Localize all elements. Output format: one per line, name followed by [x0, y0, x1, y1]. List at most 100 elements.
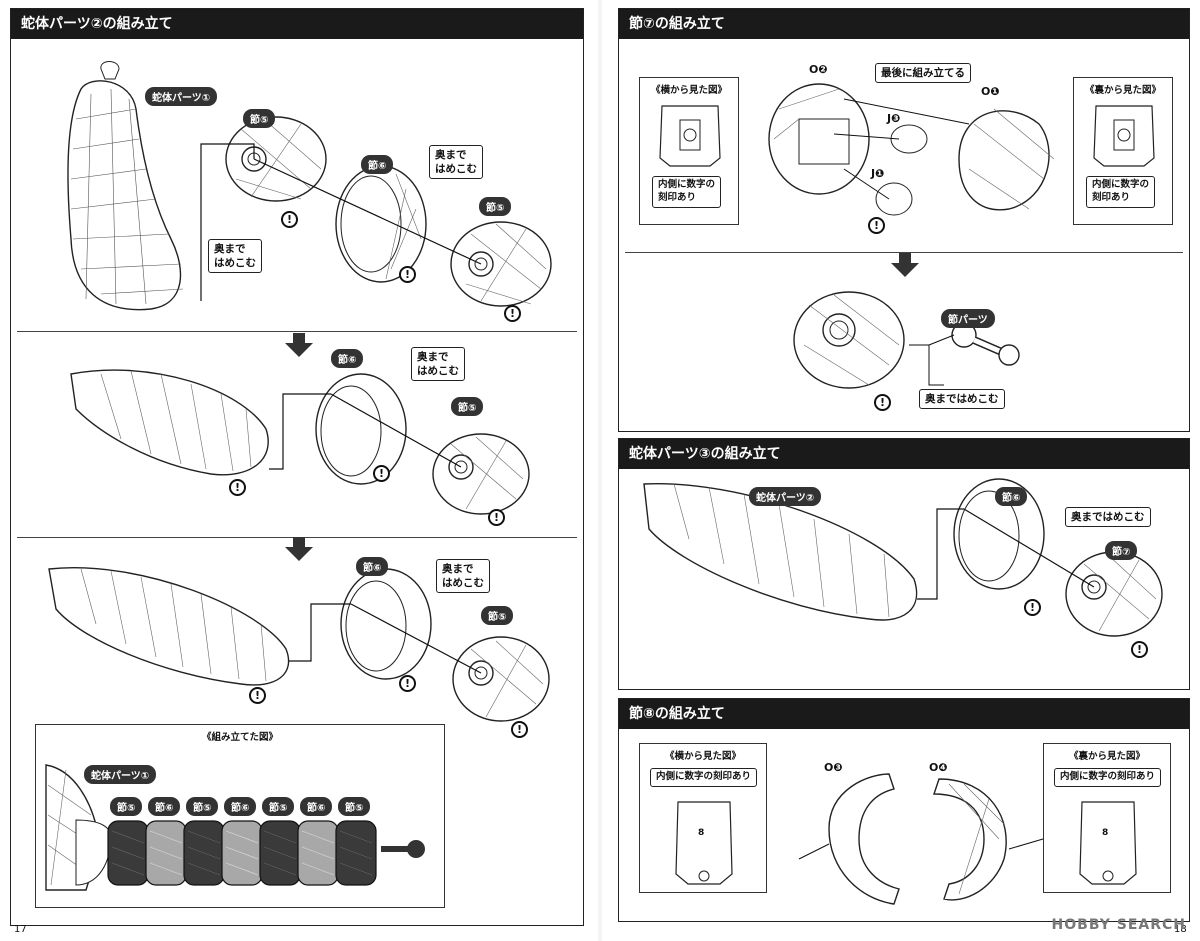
warning-icon: ! — [874, 394, 891, 411]
side-view-box: 《横から見た図》 内側に数字の 刻印あり — [639, 77, 739, 225]
engraved-number: 8 — [698, 828, 705, 838]
snake-body-3-illustration — [643, 478, 1163, 637]
scale-line — [263, 862, 297, 876]
scale-line — [301, 846, 335, 860]
tag-assembled-segment: 節⑥ — [148, 797, 181, 816]
warning-icon: ! — [1131, 641, 1148, 658]
down-arrow-icon — [285, 333, 313, 357]
callout-engraved-number: 内側に数字の 刻印あり — [652, 176, 722, 208]
tag-assembled-segment: 節⑤ — [110, 797, 143, 816]
side-view-part-drawing — [675, 801, 733, 885]
tag-assembled-segment: 節⑤ — [186, 797, 219, 816]
part-label-o1: O❶ — [981, 85, 1000, 98]
warning-icon: ! — [488, 509, 505, 526]
tag-segment-5: 節⑤ — [451, 397, 484, 416]
section-header: 蛇体パーツ③の組み立て — [619, 439, 1189, 469]
scale-line — [225, 862, 259, 876]
back-view-part-drawing — [1079, 801, 1137, 885]
callout-insert-fully: 奥まで はめこむ — [208, 239, 262, 274]
callout-insert-fully: 奥まで はめこむ — [436, 559, 490, 594]
tag-segment-5: 節⑤ — [481, 606, 514, 625]
side-view-box: 《横から見た図》 内側に数字の刻印あり 8 — [639, 743, 767, 893]
tag-segment-5: 節⑤ — [479, 197, 512, 216]
left-page: 蛇体パーツ②の組み立て 蛇体パーツ① — [0, 0, 598, 941]
section-header: 節⑦の組み立て — [619, 9, 1189, 39]
back-view-box: 《裏から見た図》 内側に数字の 刻印あり — [1073, 77, 1173, 225]
scale-line — [263, 830, 297, 844]
engraved-number: 8 — [1102, 828, 1109, 838]
part-label-j3: J❸ — [887, 112, 901, 125]
callout-insert-fully: 奥まではめこむ — [1065, 507, 1151, 528]
tag-segment-7: 節⑦ — [1105, 541, 1138, 560]
tag-assembled-segment: 節⑥ — [300, 797, 333, 816]
tag-snake-body-2: 蛇体パーツ② — [749, 487, 822, 506]
watermark: HOBBY SEARCH — [1051, 917, 1186, 933]
callout-engraved-number: 内側に数字の刻印あり — [650, 768, 758, 787]
part-label-o4: O❹ — [929, 761, 948, 774]
scale-line — [301, 830, 335, 844]
step1-illustration — [67, 61, 552, 311]
back-view-part-drawing — [1093, 105, 1155, 167]
callout-assemble-last: 最後に組み立てる — [875, 63, 971, 84]
tag-snake-body-1: 蛇体パーツ① — [84, 765, 157, 784]
scale-line — [339, 830, 373, 844]
tag-joint-part: 節パーツ — [941, 309, 995, 328]
callout-insert-fully: 奥まで はめこむ — [411, 347, 465, 382]
assembled-illustration — [45, 764, 425, 891]
scale-line — [339, 862, 373, 876]
callout-engraved-number: 内側に数字の 刻印あり — [1086, 176, 1156, 208]
segment7-with-joint-illustration — [793, 291, 1020, 389]
warning-icon: ! — [373, 465, 390, 482]
assembly-frame-segment-7: 節⑦の組み立て 《横から見た図》 内側に数字の 刻印あり 《裏から見た図》 内側… — [618, 8, 1190, 432]
warning-icon: ! — [399, 675, 416, 692]
down-arrow-icon — [891, 253, 919, 277]
page-number: 18 — [1174, 924, 1187, 935]
warning-icon: ! — [249, 687, 266, 704]
tag-assembled-segment: 節⑤ — [338, 797, 371, 816]
warning-icon: ! — [1024, 599, 1041, 616]
down-arrow-icon — [285, 537, 313, 561]
tag-assembled-segment: 節⑥ — [224, 797, 257, 816]
segment8-exploded-illustration — [798, 773, 1044, 905]
scale-line — [225, 830, 259, 844]
section-header: 蛇体パーツ②の組み立て — [11, 9, 583, 39]
tag-segment-6: 節⑥ — [361, 155, 394, 174]
warning-icon: ! — [511, 721, 528, 738]
warning-icon: ! — [868, 217, 885, 234]
assembly-frame-segment-8: 節⑧の組み立て 《横から見た図》 内側に数字の刻印あり 8 《裏から見た図》 内… — [618, 698, 1190, 922]
tag-segment-5: 節⑤ — [243, 109, 276, 128]
callout-insert-fully: 奥まではめこむ — [919, 389, 1005, 410]
warning-icon: ! — [229, 479, 246, 496]
tag-segment-6: 節⑥ — [995, 487, 1028, 506]
callout-insert-fully: 奥まで はめこむ — [429, 145, 483, 180]
assembled-view-box: 《組み立てた図》 蛇体パーツ① 節⑤ 節⑥ 節⑤ 節⑥ 節⑤ 節⑥ 節⑤ — [35, 724, 445, 908]
scale-line — [187, 862, 221, 876]
warning-icon: ! — [281, 211, 298, 228]
scale-line — [111, 830, 145, 844]
divider — [625, 252, 1183, 253]
back-view-title: 《裏から見た図》 — [1084, 85, 1161, 96]
scale-line — [339, 846, 373, 860]
scale-line — [187, 846, 221, 860]
back-view-title: 《裏から見た図》 — [1068, 751, 1145, 762]
right-page: 節⑦の組み立て 《横から見た図》 内側に数字の 刻印あり 《裏から見た図》 内側… — [602, 0, 1200, 941]
scale-line — [149, 830, 183, 844]
scale-line — [149, 846, 183, 860]
scale-line — [149, 862, 183, 876]
scale-line — [225, 846, 259, 860]
assembled-view-title: 《組み立てた図》 — [201, 732, 278, 743]
part-label-j1: J❶ — [871, 167, 885, 180]
segment7-exploded-illustration — [768, 83, 1055, 216]
scale-line — [111, 846, 145, 860]
scale-line — [111, 862, 145, 876]
page-number: 17 — [14, 924, 27, 935]
scale-line — [187, 830, 221, 844]
divider — [17, 331, 577, 332]
section-header: 節⑧の組み立て — [619, 699, 1189, 729]
back-view-box: 《裏から見た図》 内側に数字の刻印あり 8 — [1043, 743, 1171, 893]
tag-assembled-segment: 節⑤ — [262, 797, 295, 816]
part-label-o3: O❸ — [824, 761, 843, 774]
scale-line — [263, 846, 297, 860]
tag-snake-body-1: 蛇体パーツ① — [145, 87, 218, 106]
warning-icon: ! — [399, 266, 416, 283]
